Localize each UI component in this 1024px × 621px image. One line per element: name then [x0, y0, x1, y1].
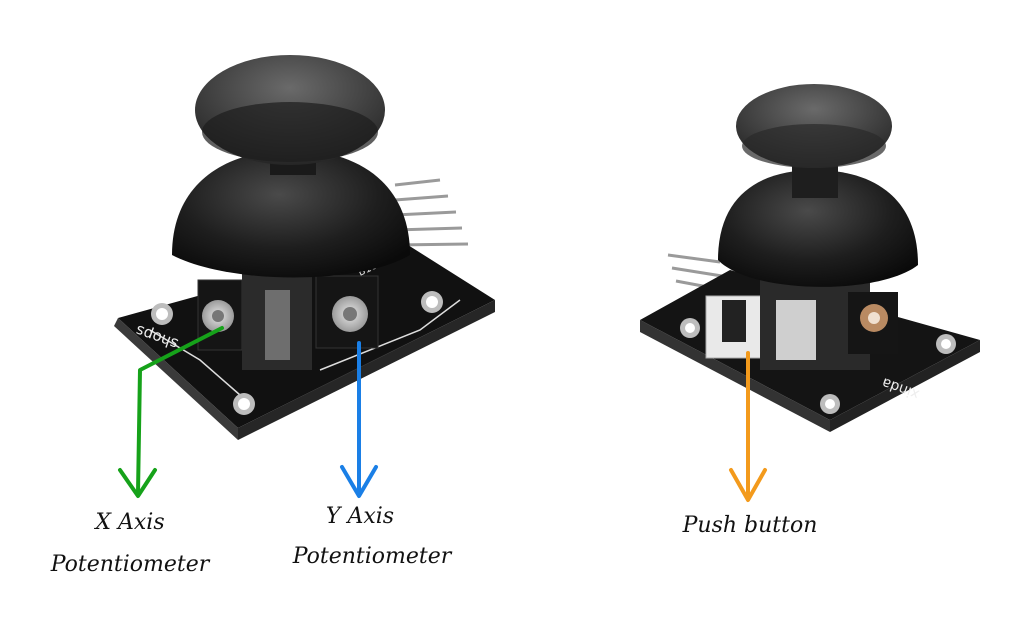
right-mounting-hole: [680, 318, 700, 338]
right-joystick-module: xinda: [640, 84, 980, 432]
y-axis-arrow: [340, 341, 378, 498]
x-axis-label: X Axis: [95, 510, 165, 535]
right-mounting-hole: [820, 394, 840, 414]
right-potentiometer: [848, 292, 898, 354]
y-axis-potentiometer-label: Potentiometer: [292, 544, 452, 569]
x-axis-potentiometer-label: Potentiometer: [50, 552, 210, 577]
x-axis-potentiometer: [197, 279, 243, 351]
left-mounting-hole: [421, 291, 443, 313]
left-mounting-hole: [151, 303, 173, 325]
push-button-switch: [705, 295, 763, 359]
left-joystick-module: B10 shops: [114, 55, 495, 440]
y-axis-potentiometer: B10: [315, 260, 379, 349]
right-joystick-dome: [718, 170, 918, 287]
push-button-arrow: [729, 351, 767, 502]
left-mounting-hole: [233, 393, 255, 415]
x-axis-arrow: [118, 326, 224, 498]
push-button-label: Push button: [682, 513, 818, 538]
left-pcb-edge: [114, 318, 238, 440]
left-joystick-dome: [172, 150, 410, 278]
y-axis-label: Y Axis: [325, 504, 395, 529]
right-mounting-hole: [936, 334, 956, 354]
